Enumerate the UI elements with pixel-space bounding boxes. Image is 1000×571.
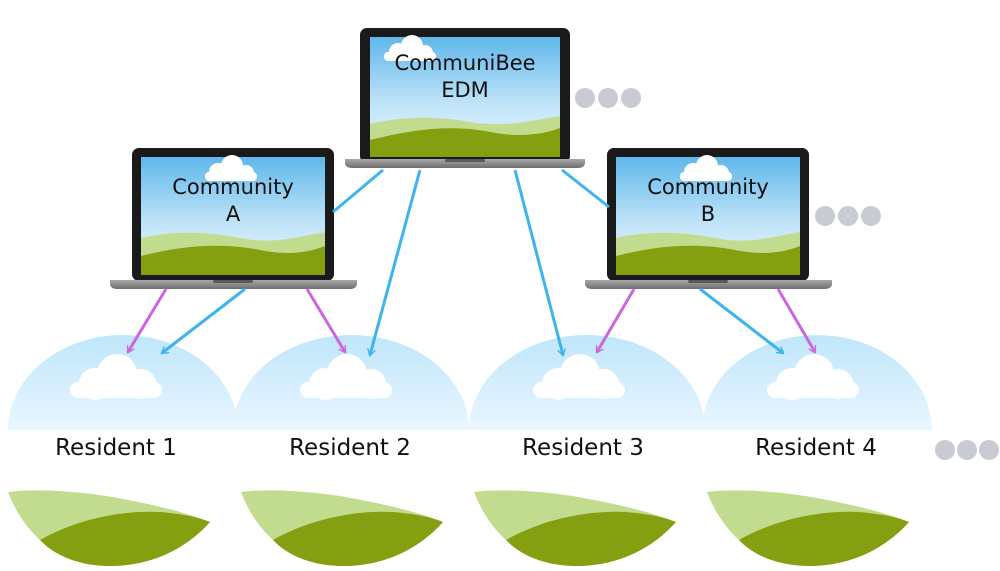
community-a-label-line2: A — [225, 202, 241, 227]
resident-1-label: Resident 1 — [55, 435, 177, 461]
community-a-label-line1: Community — [172, 175, 294, 199]
cloud-icon — [205, 155, 257, 181]
community-b-to-resident-4-arrow — [776, 288, 817, 354]
edm-to-resident-3-arrow — [513, 169, 566, 357]
resident-4-sky — [702, 335, 932, 430]
laptop-label-edm: CommuniBee EDM — [370, 50, 560, 105]
ellipsis-icon-edm — [575, 88, 641, 108]
laptop-icon-community-b — [585, 148, 832, 289]
edm-to-resident-2-arrow — [367, 169, 422, 357]
community-b-label-line1: Community — [647, 175, 769, 199]
resident-2-hill — [241, 490, 443, 566]
resident-1-sky — [8, 335, 238, 430]
laptop-icon-community-a — [110, 148, 357, 289]
resident-2-label: Resident 2 — [289, 435, 411, 461]
laptop-label-community-a: Community A — [141, 174, 325, 229]
resident-3-label: Resident 3 — [522, 435, 644, 461]
resident-3-hill — [474, 490, 676, 566]
cloud-icon — [384, 35, 436, 61]
cloud-icon — [300, 354, 392, 400]
resident-2-sky — [233, 335, 469, 430]
edm-label-line2: EDM — [441, 78, 489, 103]
edm-label-line1: CommuniBee — [394, 51, 536, 75]
community-a-to-resident-2-arrow — [305, 288, 347, 354]
ellipsis-icon-communities — [815, 206, 881, 226]
community-b-to-resident-3-arrow — [595, 288, 636, 354]
resident-1-hill — [8, 490, 210, 566]
community-b-label-line2: B — [700, 202, 716, 227]
laptop-icon-edm — [345, 28, 585, 168]
cloud-icon — [70, 354, 162, 400]
cloud-icon — [767, 354, 859, 400]
edm-to-community-b-line — [561, 168, 610, 209]
resident-4-label: Resident 4 — [755, 435, 877, 461]
laptop-label-community-b: Community B — [616, 174, 800, 229]
edm-to-community-a-line — [332, 168, 384, 214]
edm-to-resident-4-arrow — [699, 287, 785, 355]
edm-to-resident-1-arrow — [160, 287, 246, 355]
community-a-to-resident-1-arrow — [126, 288, 168, 354]
resident-3-sky — [469, 335, 705, 430]
ellipsis-icon-residents — [935, 440, 999, 460]
cloud-icon — [533, 354, 625, 400]
resident-4-hill — [707, 490, 909, 566]
cloud-icon — [680, 155, 732, 181]
